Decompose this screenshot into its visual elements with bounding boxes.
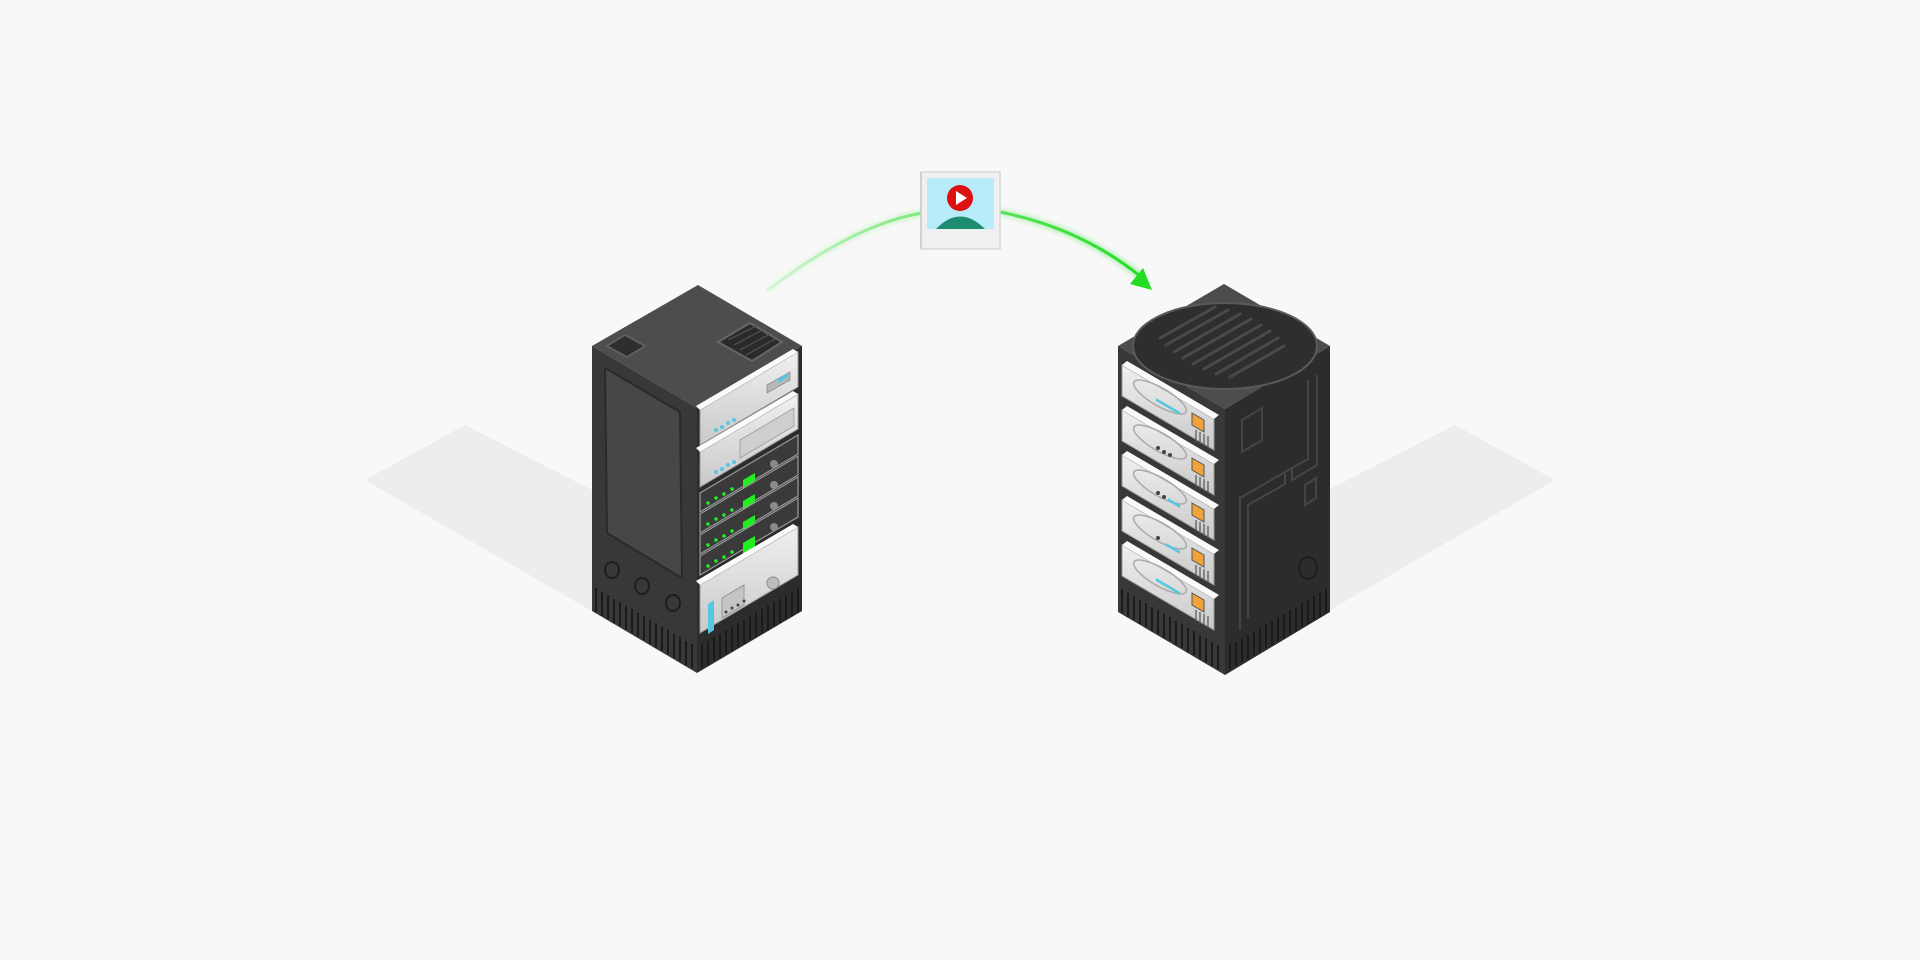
caster-icon — [634, 577, 650, 595]
play-triangle-icon — [956, 191, 967, 205]
rack-side-panel-trim — [1239, 375, 1318, 630]
rack-side-door — [603, 366, 684, 580]
network-switch — [699, 475, 799, 556]
storage-server-unit — [1121, 361, 1219, 451]
rack-top-face — [592, 285, 802, 408]
top-vent-fan — [715, 321, 784, 363]
drive-bay-orange — [1191, 412, 1205, 433]
video-file-icon — [920, 171, 1001, 250]
top-vent-fan — [1132, 302, 1318, 390]
network-switch — [699, 496, 799, 577]
rack-bottom-grille-left — [595, 588, 693, 668]
led-row-blue — [714, 418, 736, 432]
rack-right-face — [1225, 346, 1330, 675]
storage-server-units — [1121, 361, 1219, 631]
storage-server-unit — [1121, 496, 1219, 586]
storage-server-unit — [1121, 541, 1219, 631]
caster-icon — [665, 594, 681, 612]
caster-icon — [1298, 556, 1318, 580]
rack-front-units — [696, 349, 799, 634]
person-silhouette-icon — [936, 216, 985, 229]
destination-server-rack — [1118, 284, 1330, 675]
rack-bottom-grille-right — [701, 588, 799, 668]
rack-bottom-grille-left — [1121, 589, 1219, 669]
storage-server-unit — [1121, 451, 1219, 541]
caster-icon — [604, 561, 620, 579]
storage-server-unit — [1121, 406, 1219, 496]
top-vent-small — [605, 334, 647, 358]
rack-bottom-grille-right — [1229, 589, 1327, 669]
led-strip-blue — [708, 600, 714, 634]
arrowhead-icon — [1130, 268, 1152, 290]
source-server-rack — [592, 285, 802, 673]
